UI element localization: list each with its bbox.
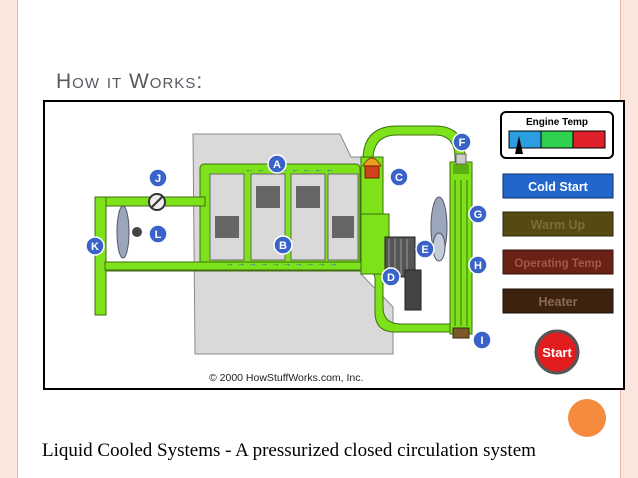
label-b: B bbox=[279, 240, 287, 252]
start-button[interactable]: Start bbox=[534, 329, 580, 375]
slide-title: How it Works: bbox=[56, 70, 204, 93]
svg-text:→ → → → → → → → → →: → → → → → → → → → → bbox=[225, 258, 338, 268]
svg-text:Operating Temp: Operating Temp bbox=[514, 258, 601, 270]
gauge-needle-icon bbox=[515, 136, 523, 154]
engine-temp-gauge: Engine Temp bbox=[500, 111, 614, 159]
decorative-circle bbox=[568, 399, 606, 437]
radiator-fan bbox=[430, 196, 448, 262]
heater-fan bbox=[116, 205, 142, 259]
svg-text:Warm Up: Warm Up bbox=[531, 218, 586, 232]
svg-text:Start: Start bbox=[542, 345, 572, 360]
label-j: J bbox=[155, 173, 161, 185]
copyright: © 2000 HowStuffWorks.com, Inc. bbox=[209, 372, 363, 384]
cylinders bbox=[209, 173, 359, 261]
label-l: L bbox=[155, 229, 162, 241]
svg-text:Heater: Heater bbox=[539, 295, 578, 309]
label-a: A bbox=[273, 159, 281, 171]
svg-text:Cold Start: Cold Start bbox=[528, 180, 589, 194]
svg-text:← ← ← ← ← ← ← ←: ← ← ← ← ← ← ← ← bbox=[245, 164, 335, 174]
label-h: H bbox=[474, 260, 482, 272]
slide-caption: Liquid Cooled Systems - A pressurized cl… bbox=[42, 440, 536, 461]
label-d: D bbox=[387, 272, 395, 284]
diagram-svg: ← ← ← ← ← ← ← ← → → → → → → → → → → A B … bbox=[85, 111, 614, 384]
label-e: E bbox=[421, 244, 428, 256]
callout-labels: A B C D E F G H I J K L bbox=[85, 132, 492, 350]
radiator bbox=[449, 153, 473, 339]
left-border-line bbox=[17, 0, 18, 478]
heater-button[interactable]: Heater bbox=[502, 288, 614, 314]
left-border bbox=[0, 0, 17, 478]
cold-start-button[interactable]: Cold Start bbox=[502, 173, 614, 199]
label-g: G bbox=[474, 209, 483, 221]
right-border bbox=[621, 0, 638, 478]
label-i: I bbox=[480, 335, 483, 347]
gauge-label: Engine Temp bbox=[526, 117, 588, 128]
operating-temp-button[interactable]: Operating Temp bbox=[502, 249, 614, 275]
label-k: K bbox=[91, 241, 99, 253]
warm-up-button[interactable]: Warm Up bbox=[502, 211, 614, 237]
thermostat bbox=[362, 157, 382, 179]
label-f: F bbox=[459, 137, 466, 149]
cooling-system-diagram: ← ← ← ← ← ← ← ← → → → → → → → → → → A B … bbox=[43, 100, 625, 390]
flow-arrows: ← ← ← ← ← ← ← ← → → → → → → → → → → bbox=[225, 164, 338, 268]
label-c: C bbox=[395, 172, 403, 184]
